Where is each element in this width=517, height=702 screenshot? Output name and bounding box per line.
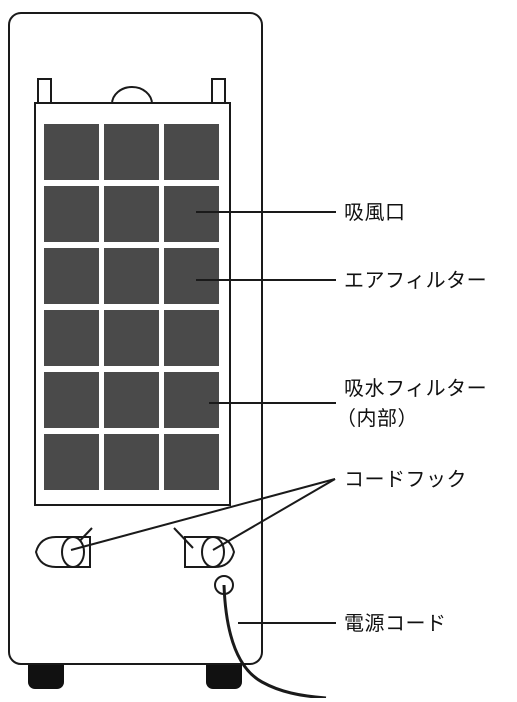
label-cord-hook: コードフック: [344, 467, 467, 491]
filter-cell: [164, 248, 219, 304]
cord-hook-left: [34, 527, 93, 568]
intake-vent-grid: [44, 124, 219, 490]
label-water-filter: 吸水フィルター: [344, 376, 488, 400]
filter-cell: [44, 434, 99, 490]
filter-cell: [104, 124, 159, 180]
leader-cord-hook-left: [70, 478, 336, 551]
filter-tab-right: [211, 78, 226, 104]
label-power-cord: 電源コード: [344, 611, 447, 635]
filter-cell: [104, 372, 159, 428]
filter-cell: [44, 310, 99, 366]
filter-cell: [104, 248, 159, 304]
filter-cell: [44, 124, 99, 180]
filter-cell: [104, 310, 159, 366]
filter-cell: [104, 434, 159, 490]
filter-cell: [164, 186, 219, 242]
filter-tab-left: [37, 78, 52, 104]
filter-cell: [104, 186, 159, 242]
filter-cell: [44, 372, 99, 428]
label-air-filter: エアフィルター: [344, 268, 488, 292]
filter-cell: [44, 186, 99, 242]
label-water-filter-internal: （内部）: [336, 406, 418, 430]
leader-cord-hook-right: [212, 478, 336, 551]
filter-handle: [111, 86, 153, 105]
filter-cell: [164, 372, 219, 428]
filter-cell: [44, 248, 99, 304]
label-intake-vent: 吸風口: [344, 200, 406, 224]
filter-cell: [164, 434, 219, 490]
power-cord: [222, 584, 327, 700]
filter-cell: [164, 124, 219, 180]
filter-cell: [164, 310, 219, 366]
